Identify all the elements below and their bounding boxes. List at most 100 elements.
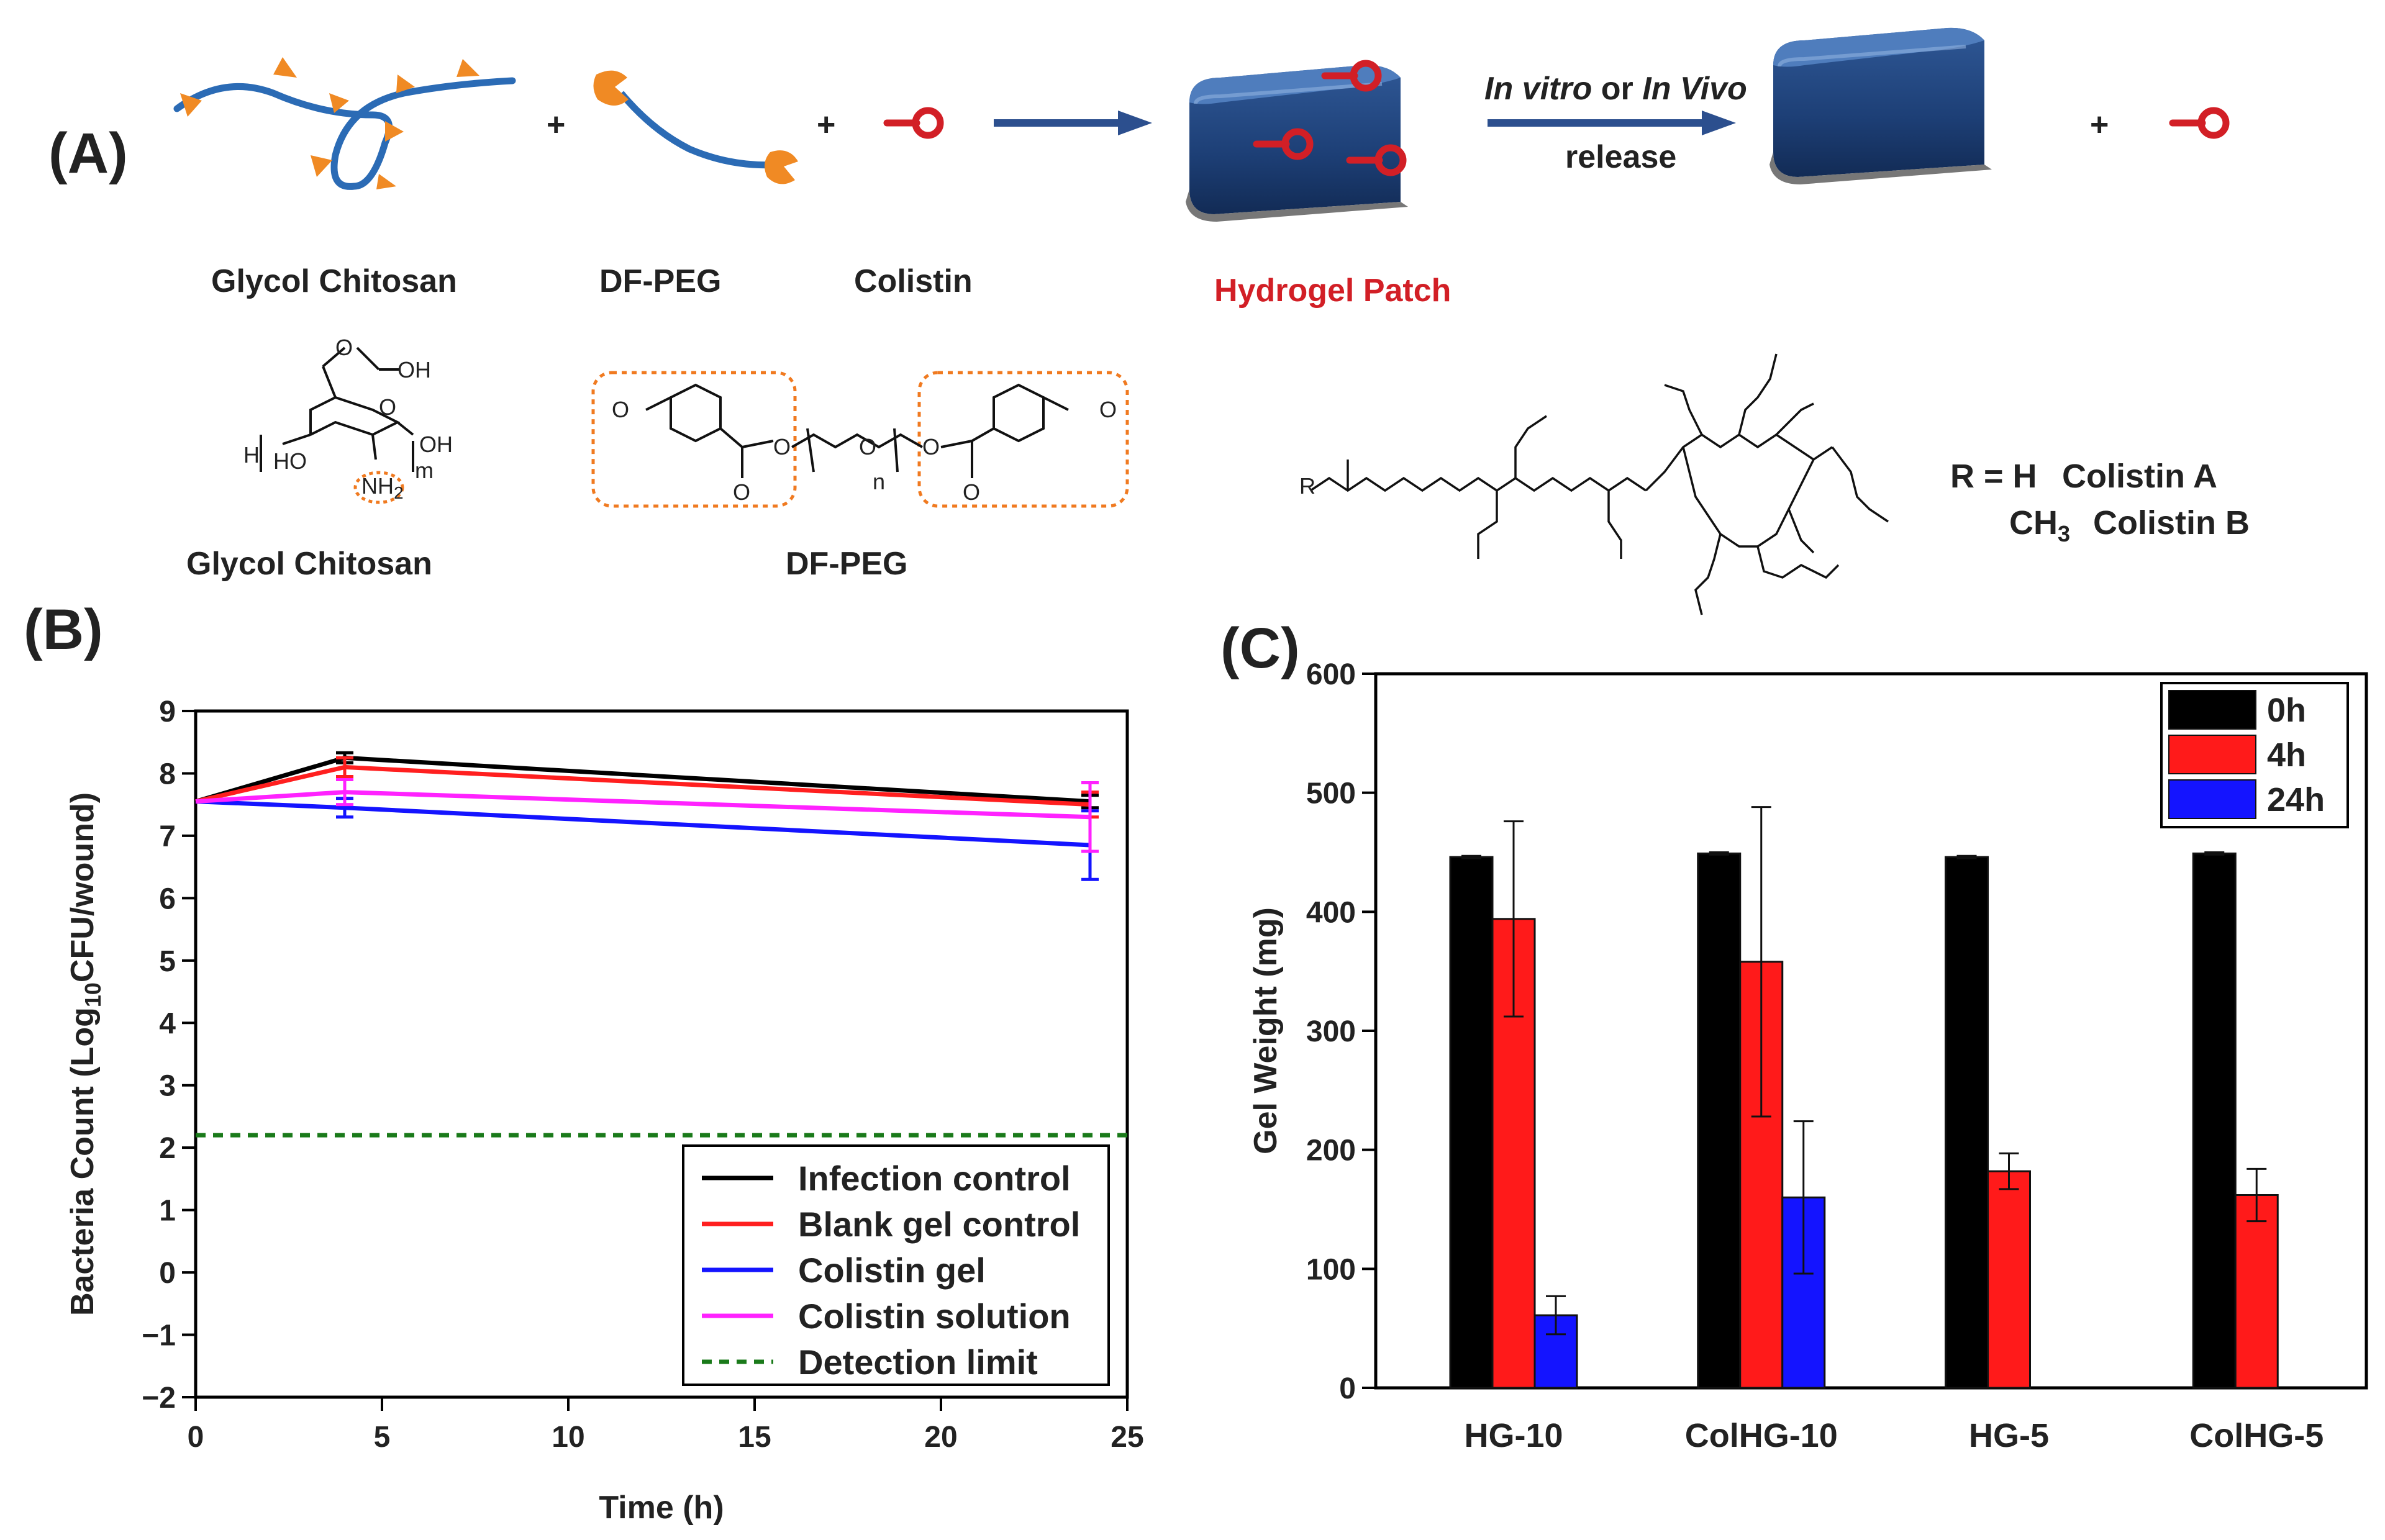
- atom-o: O: [1099, 397, 1117, 422]
- atom-r: R: [1299, 473, 1315, 499]
- glycol-chitosan-structure: [260, 346, 414, 504]
- y-tick-label: 0: [159, 1257, 176, 1290]
- df-peg-cartoon: [593, 70, 798, 184]
- df-peg-caption: DF-PEG: [599, 263, 721, 299]
- y-axis-label: Bacteria Count (Log10CFU/wound): [65, 792, 106, 1316]
- x-axis-label: Time (h): [599, 1490, 724, 1526]
- x-tick-label: 15: [738, 1421, 771, 1454]
- y-tick-label: −2: [142, 1382, 176, 1415]
- category-label: HG-5: [1969, 1417, 2049, 1454]
- atom-h: H: [243, 442, 260, 468]
- legend-box: [682, 1144, 1110, 1386]
- release-label: release: [1565, 139, 1676, 175]
- category-label: ColHG-5: [2189, 1417, 2324, 1454]
- y-axis-label: Gel Weight (mg): [1248, 907, 1284, 1154]
- ch3-label: CH3: [2009, 504, 2070, 546]
- x-tick-label: 0: [188, 1421, 204, 1454]
- legend-label: Colistin solution: [798, 1297, 1071, 1336]
- r-equals-h: R = H: [1950, 458, 2037, 495]
- legend-label: Colistin gel: [798, 1251, 986, 1290]
- panel-a-label: (A): [48, 122, 128, 185]
- y-tick-label: 600: [1306, 658, 1356, 691]
- plus-sign: +: [2090, 107, 2109, 143]
- category-label: HG-10: [1464, 1417, 1563, 1454]
- df-peg-structure: [591, 371, 1129, 508]
- y-tick-label: 6: [159, 882, 176, 915]
- y-tick-label: 200: [1306, 1135, 1356, 1167]
- legend-swatch: [2168, 735, 2256, 774]
- glycol-chitosan-caption: Glycol Chitosan: [211, 263, 457, 299]
- atom-m: m: [415, 458, 434, 483]
- atom-o: O: [379, 394, 396, 420]
- bar: [2192, 852, 2237, 1389]
- series-line: [195, 799, 1091, 848]
- x-tick-label: 10: [552, 1421, 584, 1454]
- legend-swatch: [2168, 779, 2256, 819]
- glycol-chitosan-chem-caption: Glycol Chitosan: [186, 546, 432, 582]
- y-tick-label: 3: [159, 1070, 176, 1103]
- atom-o: O: [859, 434, 876, 460]
- y-tick-label: 400: [1306, 896, 1356, 929]
- bar: [1987, 1170, 2031, 1389]
- legend-label: Detection limit: [798, 1343, 1038, 1382]
- y-tick-label: 5: [159, 945, 176, 978]
- atom-o: O: [773, 434, 791, 460]
- colistin-icon: [2173, 111, 2226, 135]
- legend-label: Infection control: [798, 1159, 1071, 1198]
- df-peg-chem-caption: DF-PEG: [786, 546, 907, 582]
- glycol-chitosan-cartoon: [173, 57, 516, 190]
- y-tick-label: 300: [1306, 1015, 1356, 1048]
- hydrogel-patch-empty: [1769, 28, 1992, 184]
- panel-b-label: (B): [24, 598, 103, 661]
- colistin-icon: [887, 111, 940, 135]
- plus-sign: +: [547, 107, 565, 143]
- legend-label: 24h: [2267, 781, 2325, 818]
- colistin-b-label: Colistin B: [2093, 504, 2250, 541]
- y-tick-label: 4: [159, 1007, 176, 1040]
- atom-o: O: [335, 335, 353, 360]
- atom-n: n: [873, 469, 885, 494]
- reaction-arrow: [994, 111, 1152, 135]
- y-tick-label: 7: [159, 820, 176, 853]
- plus-sign: +: [817, 107, 835, 143]
- y-tick-label: 0: [1339, 1372, 1356, 1405]
- atom-oh: OH: [398, 357, 431, 383]
- legend-label: 0h: [2267, 692, 2306, 729]
- legend-label: Blank gel control: [798, 1205, 1080, 1244]
- y-tick-label: 1: [159, 1195, 176, 1228]
- panel-c-label: (C): [1220, 617, 1300, 680]
- colistin-a-label: Colistin A: [2062, 458, 2217, 495]
- x-tick-label: 25: [1111, 1421, 1143, 1454]
- bar: [1945, 856, 1989, 1389]
- bar: [1697, 852, 1742, 1389]
- bar: [2234, 1194, 2279, 1389]
- atom-o: O: [612, 397, 629, 422]
- release-condition: In vitro or In Vivo: [1484, 71, 1747, 107]
- legend-swatch: [2168, 690, 2256, 730]
- series-line: [195, 764, 1091, 807]
- atom-o: O: [922, 434, 940, 460]
- y-tick-label: −1: [142, 1320, 176, 1352]
- hydrogel-patch-caption: Hydrogel Patch: [1214, 273, 1451, 309]
- atom-nh2: NH2: [361, 473, 404, 502]
- atom-o: O: [963, 479, 980, 505]
- y-tick-label: 100: [1306, 1253, 1356, 1286]
- y-tick-label: 8: [159, 758, 176, 790]
- y-tick-label: 9: [159, 695, 176, 728]
- bar: [1449, 856, 1494, 1389]
- category-label: ColHG-10: [1685, 1417, 1838, 1454]
- release-arrow: [1488, 111, 1736, 135]
- colistin-structure: [1310, 353, 1889, 615]
- atom-ho: HO: [273, 448, 307, 474]
- colistin-caption: Colistin: [854, 263, 973, 299]
- y-tick-label: 2: [159, 1132, 176, 1165]
- atom-o: O: [733, 479, 750, 505]
- plot-frame: [194, 709, 1129, 1399]
- x-tick-label: 20: [924, 1421, 957, 1454]
- x-tick-label: 5: [374, 1421, 391, 1454]
- legend-label: 4h: [2267, 736, 2306, 774]
- atom-oh: OH: [419, 432, 453, 457]
